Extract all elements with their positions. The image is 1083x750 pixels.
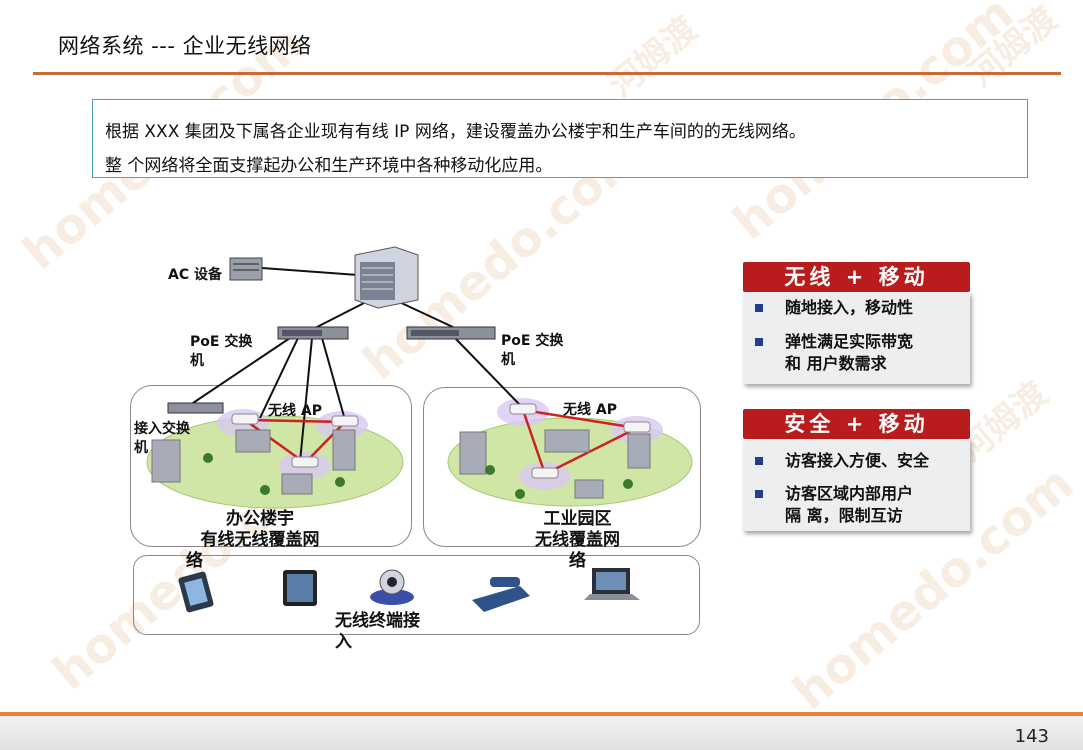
access-point-icon [291, 456, 319, 468]
tablet-icon [178, 571, 214, 613]
wireless-link [244, 418, 346, 424]
link-ac-core [261, 267, 359, 276]
industrial-network-label: 工业园区 无线覆盖网 络 [535, 509, 620, 571]
intro-box: 根据 XXX 集团及下属各企业现有有线 IP 网络，建设覆盖办公楼宇和生产车间的… [92, 99, 1028, 178]
panel-item: 随地接入，移动性 [785, 298, 914, 317]
link-poe-ap2 [299, 337, 313, 463]
terminal-cluster [133, 555, 700, 635]
intro-line-2: 整 个网络将全面支撑起办公和生产环境中各种移动化应用。 [105, 156, 553, 176]
panel-title: 安全 + 移动 [743, 409, 970, 439]
building-icon [151, 429, 651, 499]
panel-title: 无线 + 移动 [743, 262, 970, 292]
access-switch-icon [167, 402, 224, 414]
page-number: 143 [1014, 726, 1049, 747]
tree-icon [203, 453, 633, 499]
terminal-access-label: 无线终端接 入 [335, 611, 420, 652]
office-cluster [130, 385, 412, 547]
video-camera-icon [370, 569, 414, 605]
link-poe-right-ap [454, 337, 521, 406]
office-network-label: 办公楼宇 有线无线覆盖网 络 [186, 509, 320, 571]
wireless-link [522, 408, 638, 430]
laptop-icon [584, 568, 640, 600]
link-core-poe-left [314, 299, 371, 329]
poe-switch-right-icon [406, 326, 496, 340]
panel-wireless-mobile: 无线 + 移动 随地接入，移动性 弹性满足实际带宽 和 用户数需求 [743, 262, 970, 384]
access-point-icon [331, 415, 359, 427]
bullet-icon [755, 304, 763, 312]
access-switch-label-2: 机 [134, 440, 148, 456]
poe-switch-left-label-1: PoE 交换 [190, 334, 253, 350]
wireless-link [521, 409, 547, 475]
bullet-icon [755, 457, 763, 465]
panel-item: 弹性满足实际带宽 和 用户数需求 [785, 332, 914, 373]
access-point-icon [531, 467, 559, 479]
wireless-link [304, 421, 346, 464]
poe-switch-right-label-1: PoE 交换 [501, 333, 564, 349]
poe-switch-left-icon [277, 326, 349, 340]
bullet-icon [755, 338, 763, 346]
link-poe-ap1 [259, 337, 299, 419]
footer [0, 716, 1083, 750]
panel-item: 访客接入方便、安全 [785, 451, 930, 470]
bullet-icon [755, 490, 763, 498]
panel-security-mobile: 安全 + 移动 访客接入方便、安全 访客区域内部用户 隔 离，限制互访 [743, 409, 970, 531]
ac-device-label: AC 设备 [168, 267, 222, 283]
access-switch-label-1: 接入交换 [134, 421, 190, 437]
ap-label-left: 无线 AP [268, 403, 322, 419]
link-core-poe-right [394, 299, 456, 329]
wireless-link [244, 418, 306, 465]
slide-title: 网络系统 --- 企业无线网络 [58, 34, 312, 58]
access-point-icon [231, 413, 259, 425]
link-poe-ap3 [321, 337, 346, 421]
core-switch-icon [354, 246, 419, 309]
panel-item: 访客区域内部用户 隔 离，限制互访 [785, 484, 914, 525]
phone-icon [472, 577, 530, 612]
poe-switch-left-label-2: 机 [190, 353, 204, 369]
ipad-icon [283, 570, 317, 606]
wireless-link [544, 426, 638, 476]
title-divider [33, 72, 1061, 75]
ac-device-icon [229, 257, 263, 281]
poe-switch-right-label-2: 机 [501, 352, 515, 368]
access-point-icon [509, 403, 537, 415]
footer-bar [0, 712, 1083, 716]
access-point-icon [623, 421, 651, 433]
ap-label-right: 无线 AP [563, 402, 617, 418]
intro-line-1: 根据 XXX 集团及下属各企业现有有线 IP 网络，建设覆盖办公楼宇和生产车间的… [105, 122, 806, 142]
industrial-cluster [423, 387, 701, 547]
link-poe-access [189, 337, 291, 406]
